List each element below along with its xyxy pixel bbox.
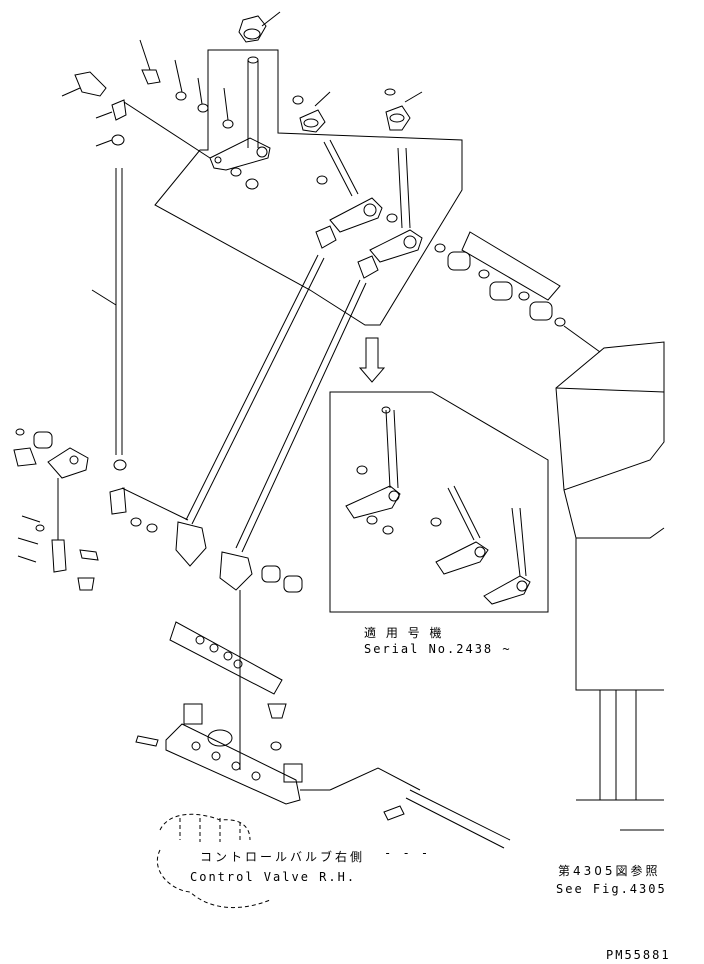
lower-linkage <box>175 521 303 770</box>
upper-lever-2 <box>369 147 423 263</box>
operating-lever <box>383 789 511 849</box>
control-valve-label-en: Control Valve R.H. <box>190 870 357 884</box>
drawing-code: PM55881 <box>606 948 671 962</box>
dashes: - - - <box>384 846 431 860</box>
knob-middle <box>292 91 331 133</box>
bushing-group <box>434 231 601 353</box>
fig-reference-jp: 第4305図参照 <box>558 864 661 878</box>
diagonal-rod-2 <box>235 255 379 553</box>
knob-top <box>238 11 281 43</box>
detail-inset-box <box>329 391 549 613</box>
arrow-down-icon <box>358 337 386 383</box>
perforated-plate <box>169 621 283 695</box>
upper-fasteners <box>61 39 328 190</box>
left-vertical-rod <box>91 99 211 471</box>
control-valve-label-jp: コントロールバルブ右側 <box>200 850 366 864</box>
lower-mount-bracket <box>135 703 421 805</box>
serial-number-label: Serial No.2438 ~ <box>364 642 512 656</box>
control-valve-sketch <box>156 813 271 909</box>
knob-right <box>384 88 423 131</box>
applicable-machines-label: 適 用 号 機 <box>364 626 445 640</box>
diagonal-rod-1 <box>185 225 337 525</box>
cab-housing <box>555 341 665 831</box>
top-lever <box>209 56 271 171</box>
upper-bracket <box>154 49 463 326</box>
upper-lever-1 <box>323 139 398 233</box>
left-lower-bracket <box>13 428 189 591</box>
fig-reference-en: See Fig.4305 <box>556 882 667 896</box>
